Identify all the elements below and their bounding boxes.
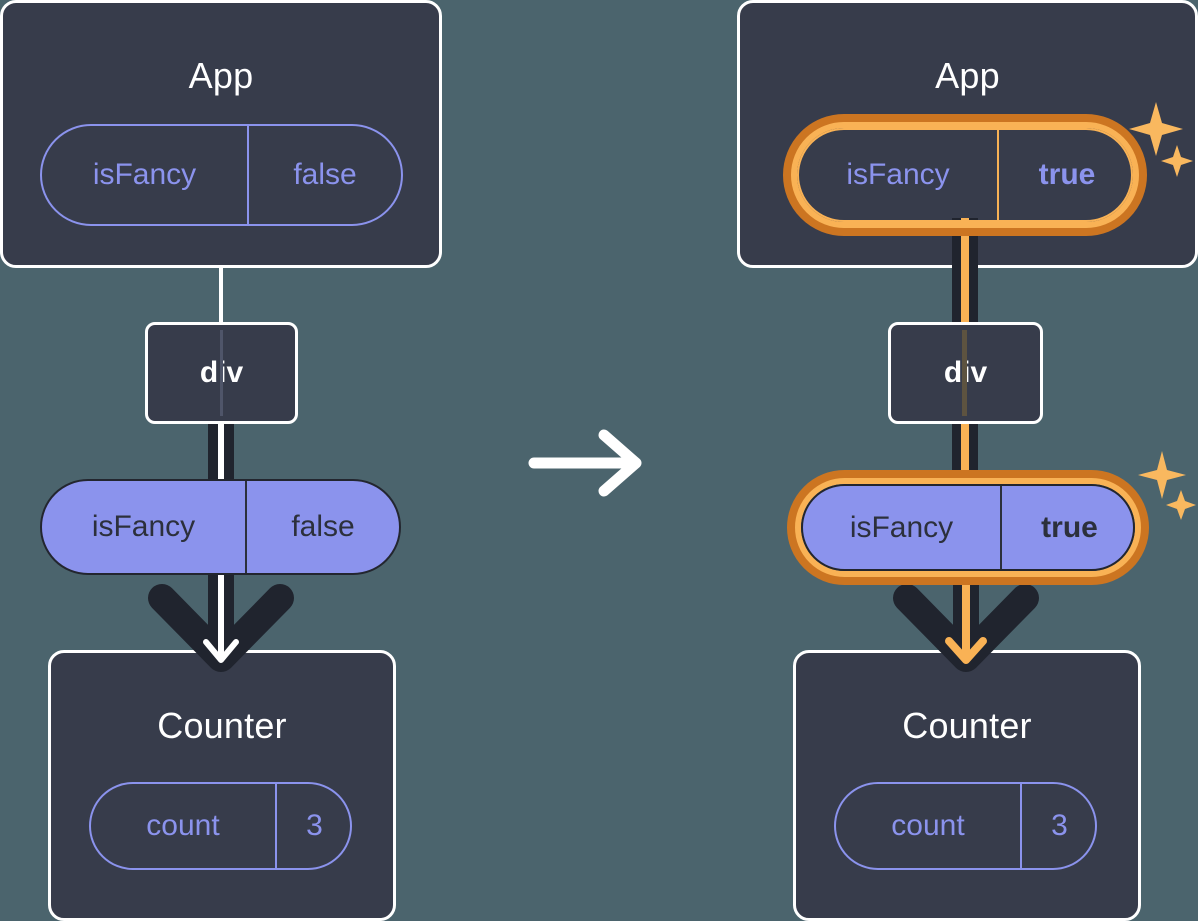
connector-through-div-right — [962, 330, 967, 416]
counter-state-pill-divider-right — [1020, 784, 1022, 868]
prop-pill-divider-left — [245, 481, 247, 573]
prop-pill-key-right: isFancy — [849, 510, 954, 544]
connector-div-to-prop-core-right — [961, 421, 969, 483]
sparkle-icon-app-right — [1129, 102, 1193, 177]
counter-state-pill-key-right: count — [891, 809, 965, 842]
prop-pill-divider-right — [1000, 486, 1002, 569]
connector-app-to-div-core-right — [961, 218, 969, 328]
app-state-pill-key-right: isFancy — [846, 158, 950, 191]
counter-state-pill-right[interactable]: count 3 — [834, 782, 1097, 870]
connector-div-to-prop-core-left — [218, 421, 224, 483]
counter-state-pill-value-right: 3 — [1051, 809, 1068, 842]
counter-component-box-left: Counter — [48, 650, 396, 921]
arrow-prop-to-counter-left — [148, 570, 294, 672]
prop-pill-key-left: isFancy — [91, 510, 196, 543]
counter-state-pill-key-left: count — [146, 809, 220, 842]
prop-pill-value-left: false — [291, 510, 355, 543]
prop-pill-left[interactable]: isFancy false — [40, 479, 401, 575]
prop-pill-value-right: true — [1041, 510, 1098, 544]
connector-through-div-left — [220, 330, 223, 416]
transition-right-arrow-icon — [528, 429, 642, 497]
app-state-pill-key-left: isFancy — [92, 158, 197, 191]
counter-title-right: Counter — [902, 705, 1032, 746]
app-state-pill-highlight-outer-right — [783, 114, 1147, 236]
app-title-left: App — [188, 55, 254, 96]
counter-state-pill-value-left: 3 — [306, 809, 323, 842]
counter-state-pill-divider-left — [275, 784, 277, 868]
sparkle-icon-prop-right — [1138, 451, 1196, 520]
counter-state-pill-left[interactable]: count 3 — [89, 782, 352, 870]
connector-app-to-div-left — [219, 262, 223, 324]
app-state-pill-highlight-inner-right — [791, 122, 1139, 228]
app-state-pill-value-left: false — [293, 158, 357, 191]
arrow-prop-to-counter-right — [893, 570, 1039, 672]
prop-pill-highlight-outer-right — [787, 470, 1149, 585]
app-state-pill-divider-left — [247, 126, 249, 224]
app-state-pill-left[interactable]: isFancy false — [40, 124, 403, 226]
app-state-pill-right[interactable]: isFancy true — [797, 128, 1133, 222]
counter-title-left: Counter — [157, 705, 287, 746]
prop-pill-right[interactable]: isFancy true — [801, 484, 1135, 571]
app-title-right: App — [935, 55, 1000, 96]
prop-pill-highlight-inner-right — [795, 478, 1141, 577]
app-state-pill-divider-right — [997, 130, 999, 220]
app-state-pill-value-right: true — [1038, 158, 1096, 191]
